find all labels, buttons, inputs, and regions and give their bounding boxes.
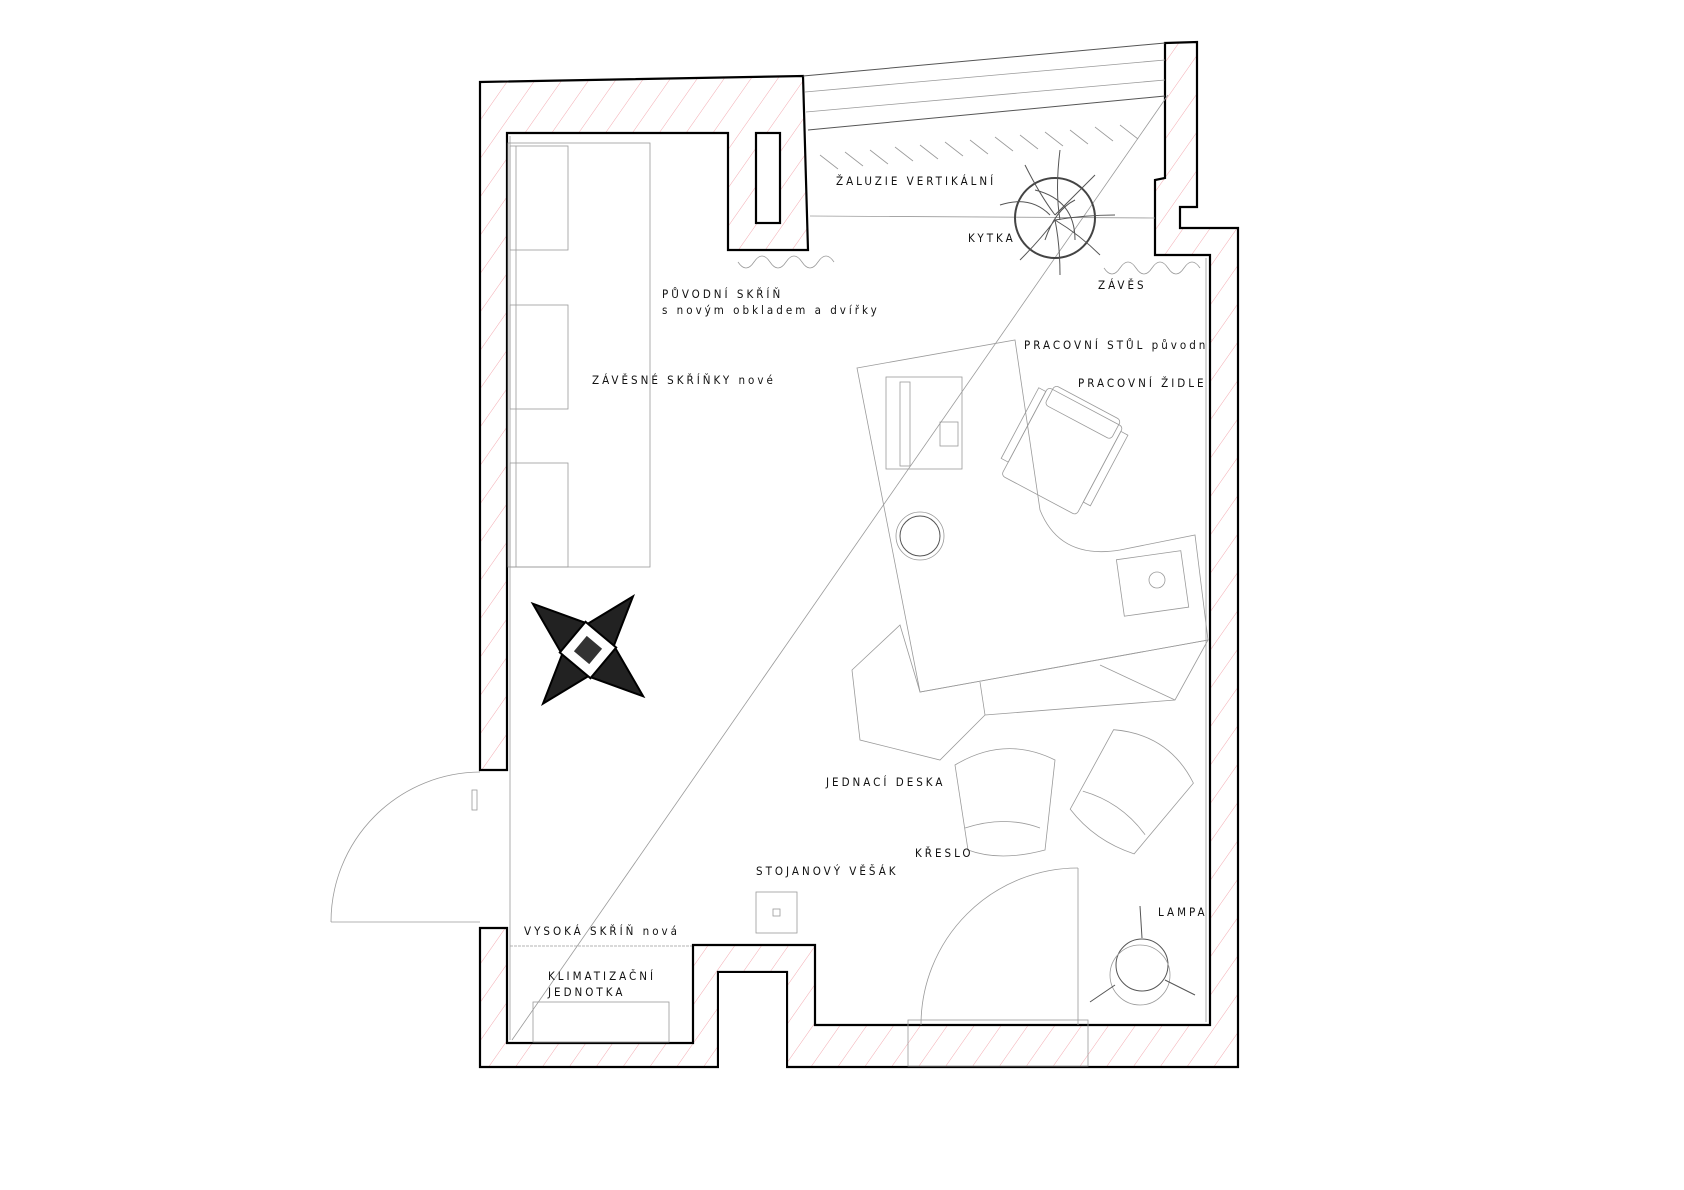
door-left[interactable] bbox=[330, 771, 481, 923]
label-blinds: ŽALUZIE VERTIKÁLNÍ bbox=[836, 173, 996, 188]
ac-unit bbox=[532, 1001, 670, 1043]
label-original-wardrobe: PŮVODNÍ SKŘÍŇ bbox=[662, 286, 783, 301]
work-desk bbox=[856, 339, 1209, 693]
curtain-right bbox=[1103, 261, 1201, 275]
vertical-blinds bbox=[819, 124, 1139, 170]
label-tall-cabinet: VYSOKÁ SKŘÍŇ nová bbox=[524, 923, 680, 938]
curtain-left bbox=[737, 255, 835, 269]
label-ac-unit-2: JEDNOTKA bbox=[547, 985, 625, 999]
lamp bbox=[1089, 905, 1196, 1006]
armchair-right bbox=[1069, 729, 1194, 855]
walls bbox=[478, 40, 1240, 1069]
diagonal-guide bbox=[511, 94, 1169, 1041]
plant bbox=[999, 149, 1116, 276]
label-armchair: KŘESLO bbox=[915, 845, 974, 860]
rug bbox=[530, 593, 646, 707]
armchair-left bbox=[954, 748, 1056, 857]
label-ac-unit-1: KLIMATIZAČNÍ bbox=[548, 968, 656, 983]
label-lamp: LAMPA bbox=[1158, 905, 1208, 919]
label-plant: KYTKA bbox=[968, 231, 1016, 245]
coat-stand bbox=[755, 891, 798, 934]
label-coat-stand: STOJANOVÝ VĚŠÁK bbox=[756, 863, 899, 878]
label-wall-cabinets: ZÁVĚSNÉ SKŘÍŇKY nové bbox=[592, 372, 776, 387]
label-office-chair: PRACOVNÍ ŽIDLE bbox=[1078, 375, 1207, 390]
door-bottom[interactable] bbox=[907, 867, 1089, 1067]
label-work-desk: PRACOVNÍ STŮL původní bbox=[1024, 337, 1214, 352]
office-chair bbox=[1000, 386, 1129, 515]
wall-opening bbox=[719, 973, 786, 1068]
label-original-wardrobe-sub: s novým obkladem a dvířky bbox=[662, 303, 880, 317]
label-meeting-table: JEDNACÍ DESKA bbox=[825, 774, 945, 789]
wall-south-east bbox=[478, 40, 1240, 1069]
wall-cabinets bbox=[507, 142, 651, 568]
wall-niche bbox=[754, 131, 782, 225]
meeting-table bbox=[851, 624, 1209, 761]
label-curtain: ZÁVĚS bbox=[1098, 277, 1147, 292]
window bbox=[802, 42, 1166, 219]
